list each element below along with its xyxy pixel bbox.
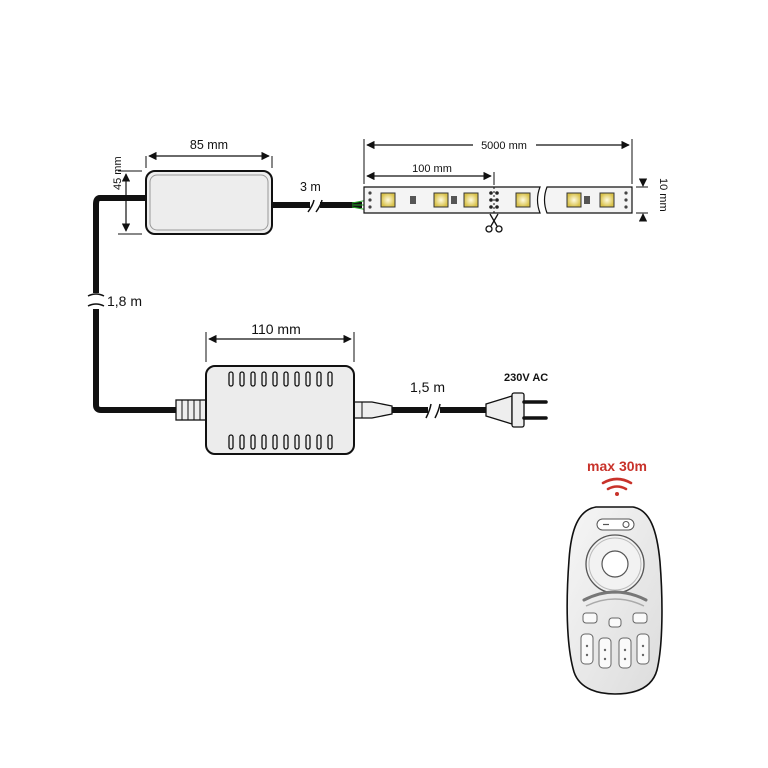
cables (87, 195, 488, 419)
led-chip (599, 192, 615, 208)
cable-controller-psu-bottom (93, 309, 176, 413)
led-strip (363, 186, 633, 214)
voltage-label: 230V AC (504, 372, 548, 384)
psu-width-label: 110 mm (251, 321, 301, 337)
cable-controller-psu-top (93, 195, 148, 293)
power-supply (175, 365, 393, 455)
wireless-signal-icon (601, 477, 633, 496)
strip-segment-label: 100 mm (412, 163, 452, 175)
controller-width-label: 85 mm (190, 138, 228, 152)
cable-1-8m-label: 1,8 m (107, 293, 142, 309)
controller-height-dimension: 45 mm (112, 156, 142, 235)
psu-strain-relief-right (351, 401, 393, 419)
mode-minus-button (582, 612, 598, 624)
controller-width-dimension: 85 mm (145, 138, 273, 168)
brightness-slider (582, 590, 648, 602)
remote-control (566, 506, 663, 695)
mains-plug-icon (485, 392, 548, 428)
controller-box (145, 170, 273, 235)
cable-break-icon (425, 403, 441, 419)
zone-buttons (580, 633, 650, 669)
led-chip (515, 192, 531, 208)
mains-cable-label: 1,5 m (410, 379, 445, 395)
led-chip (566, 192, 582, 208)
strip-length-label: 5000 mm (481, 140, 527, 152)
controller-height-label: 45 mm (112, 156, 124, 190)
cable-break-icon (87, 293, 105, 307)
remote-range-label: max 30m (587, 458, 647, 474)
strip-width-label: 10 mm (657, 178, 669, 212)
cable-break-icon (307, 199, 323, 213)
strip-length-dimension: 5000 mm (363, 139, 633, 184)
scissors-icon (485, 213, 503, 233)
psu-width-dimension: 110 mm (205, 321, 355, 362)
cable-3m-label: 3 m (300, 180, 321, 194)
mode-plus-button (632, 612, 648, 624)
psu-body (205, 365, 355, 455)
psu-vents (228, 371, 333, 450)
strip-segment-dimension: 100 mm (366, 163, 495, 185)
psu-strain-relief-left (175, 399, 207, 421)
wheel-center-button (601, 550, 629, 578)
strip-width-dimension: 10 mm (636, 178, 669, 222)
led-chip (463, 192, 479, 208)
resistor (451, 196, 457, 204)
led-chip (380, 192, 396, 208)
resistor (410, 196, 416, 204)
led-chip (433, 192, 449, 208)
resistor (584, 196, 590, 204)
mode-button (608, 617, 622, 628)
led-chip-row (380, 192, 615, 208)
